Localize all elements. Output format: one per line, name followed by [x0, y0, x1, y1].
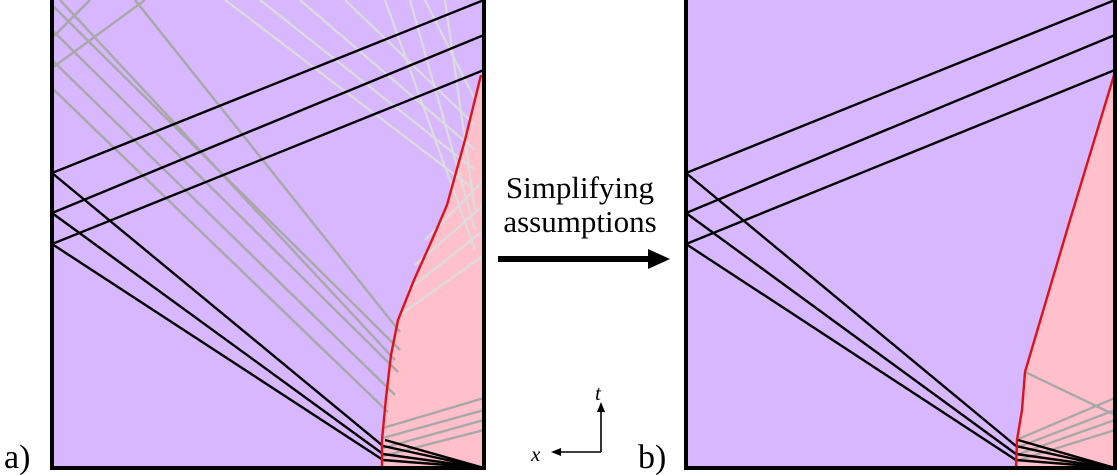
transition: Simplifying assumptions: [498, 170, 670, 269]
panel-a-shock-front: [380, 74, 483, 468]
panel-a: a): [4, 0, 486, 475]
panel-b: b): [638, 0, 1117, 475]
transition-caption-line-1: Simplifying: [506, 170, 654, 205]
panel-a-primary-rays: [52, 0, 484, 468]
transition-caption-line-2: assumptions: [503, 204, 656, 239]
panel-a-frame: [50, 0, 486, 470]
x-axis-arrow-icon: [551, 448, 561, 456]
panel-b-label: b): [638, 439, 666, 475]
panel-b-shocked-region: [1016, 72, 1115, 468]
panel-b-frame: [684, 0, 1117, 470]
panel-b-shock-front: [1014, 71, 1115, 468]
panel-a-secondary-rays: [52, 0, 484, 458]
axis-indicator: t x: [530, 381, 605, 466]
x-axis-label: x: [530, 442, 541, 466]
t-axis-label: t: [595, 381, 602, 405]
panel-a-faint-rays: [224, 0, 484, 316]
t-axis-arrow-icon: [597, 402, 605, 412]
panel-a-label: a): [4, 439, 30, 475]
right-arrow-icon: [498, 249, 670, 269]
panel-b-primary-rays: [686, 0, 1115, 468]
